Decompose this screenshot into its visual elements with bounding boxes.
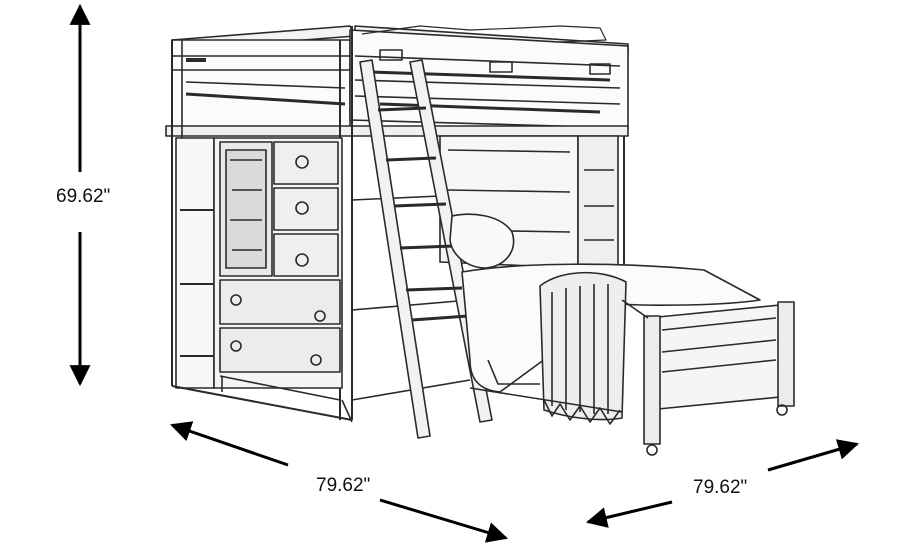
height-dimension-label: 69.62" (56, 186, 111, 207)
footboard (469, 299, 795, 456)
width-dimension-label: 79.62" (316, 475, 371, 496)
dresser-cabinet (213, 137, 343, 401)
loft-bed-illustration (165, 25, 795, 456)
width-arrow (170, 421, 509, 543)
lower-bed (449, 213, 761, 425)
upper-bunk (165, 25, 629, 137)
depth-arrow (585, 439, 860, 528)
depth-dimension-label: 79.62" (693, 477, 748, 498)
shelf-column (175, 137, 215, 389)
